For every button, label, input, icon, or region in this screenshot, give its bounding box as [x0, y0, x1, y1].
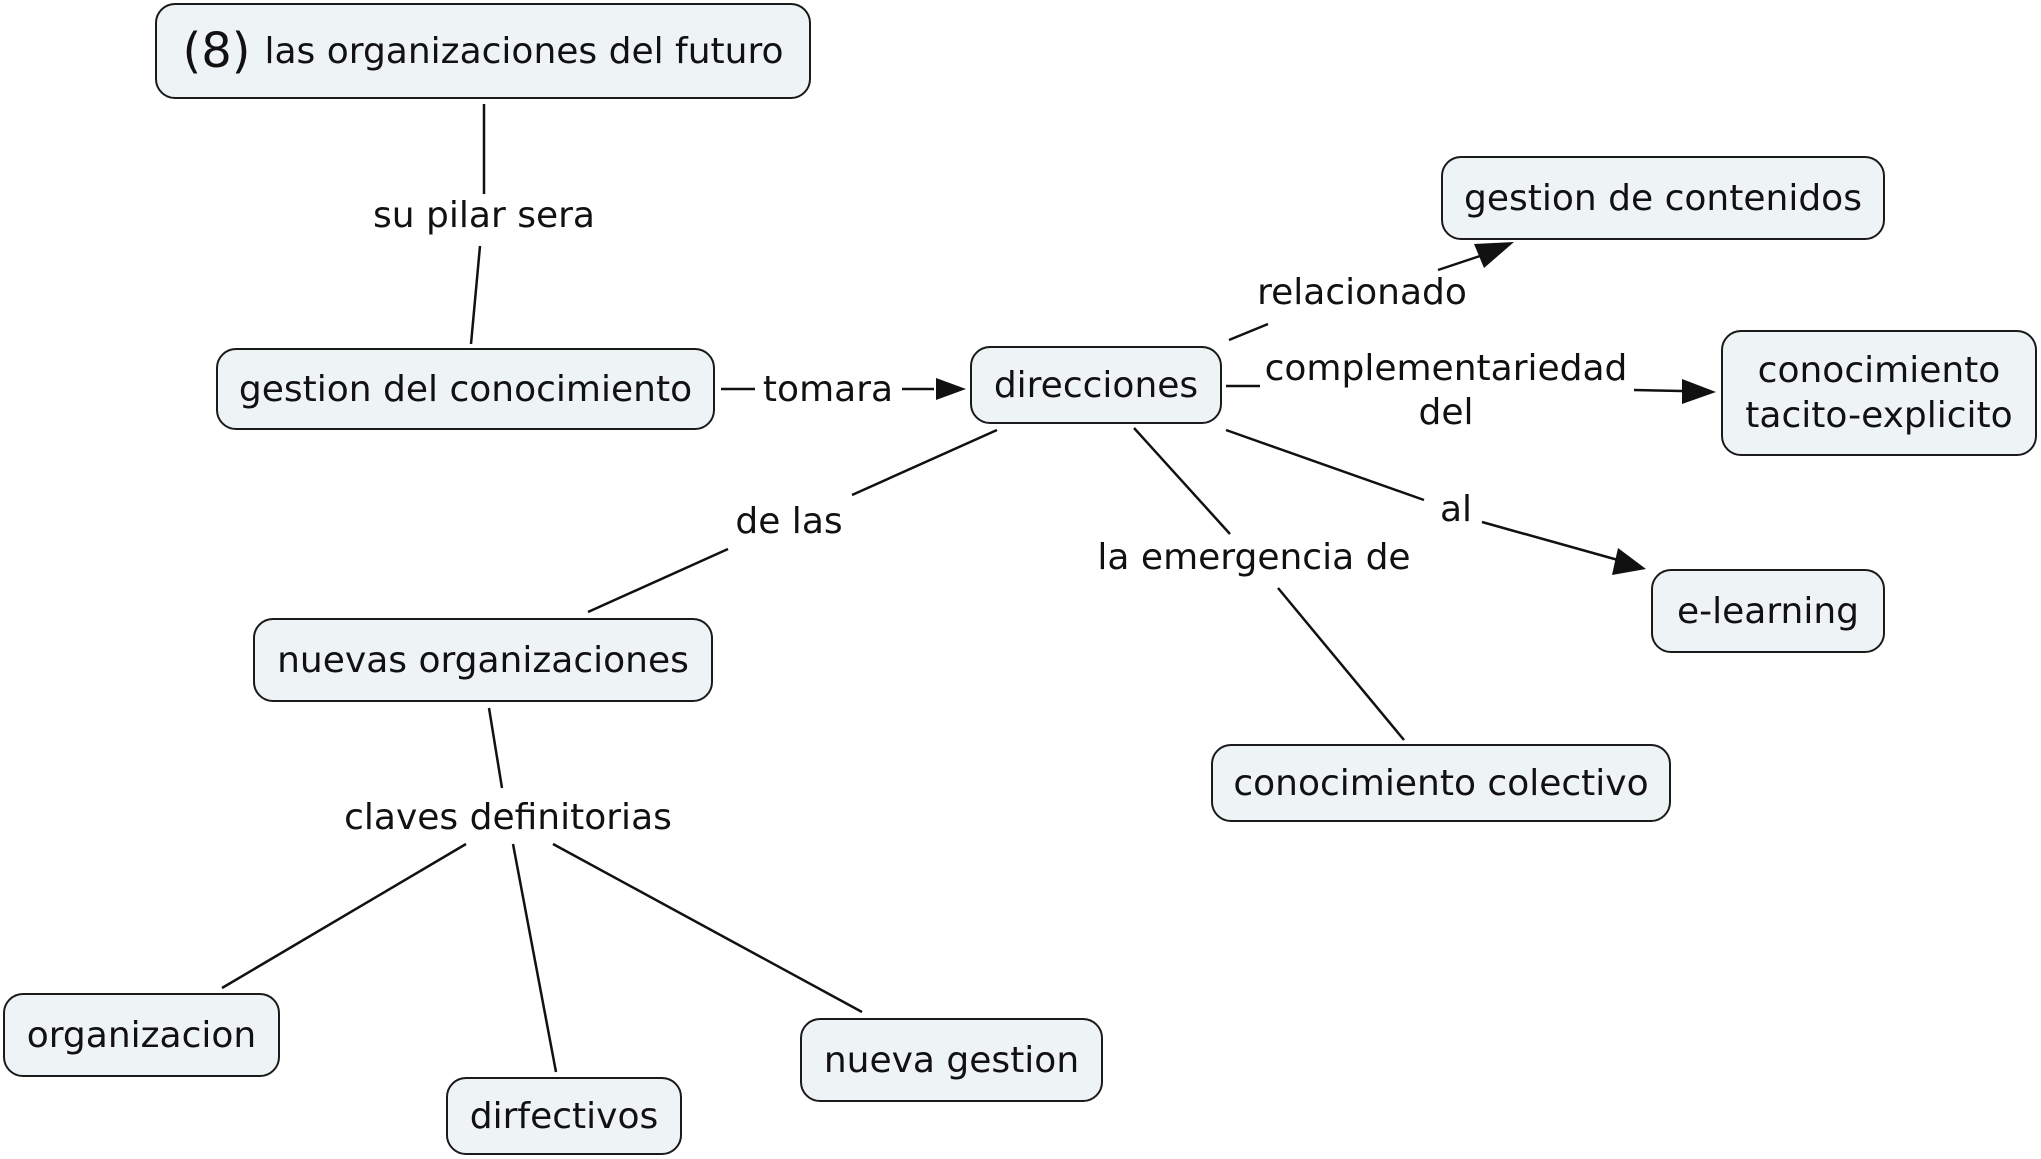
complementariedad-line2: del — [1418, 392, 1474, 433]
arrowhead-gestion-contenidos — [1474, 242, 1514, 268]
node-nuevas-organizaciones[interactable]: nuevas organizaciones — [253, 618, 713, 702]
organizacion-label: organizacion — [26, 1014, 257, 1056]
dirfectivos-label: dirfectivos — [469, 1095, 659, 1137]
arrowhead-direcciones — [936, 378, 966, 400]
nueva-gestion-label: nueva gestion — [823, 1039, 1080, 1081]
link-label-la-emergencia-de: la emergencia de — [1093, 536, 1415, 580]
connector-direcciones-to-relacionado — [1228, 322, 1269, 342]
connector-direcciones-to-emergencia — [1133, 427, 1231, 535]
connector-claves-to-organizacion — [221, 842, 467, 990]
direcciones-label: direcciones — [993, 364, 1199, 406]
link-label-tomara: tomara — [758, 368, 898, 412]
link-label-de-las: de las — [731, 500, 847, 544]
connector-emergencia-to-colectivo — [1277, 587, 1405, 741]
node-conocimiento-tacito-explicito[interactable]: conocimiento tacito-explicito — [1721, 330, 2037, 456]
node-gestion-del-conocimiento[interactable]: gestion del conocimiento — [216, 348, 715, 430]
e-learning-label: e-learning — [1676, 590, 1859, 632]
nuevas-organizaciones-label: nuevas organizaciones — [277, 639, 689, 681]
root-label: las organizaciones del futuro — [264, 30, 784, 72]
connector-direcciones-to-al — [1225, 428, 1425, 502]
gestion-de-contenidos-label: gestion de contenidos — [1464, 177, 1862, 219]
node-e-learning[interactable]: e-learning — [1651, 569, 1885, 653]
connector-nuevas-to-claves — [487, 707, 504, 789]
arrow-complementariedad-line — [1633, 388, 1683, 393]
node-organizacion[interactable]: organizacion — [3, 993, 280, 1077]
connector-claves-to-nueva-gestion — [552, 842, 863, 1014]
root-number: (8) — [182, 23, 251, 79]
link-label-complementariedad: complementariedad del — [1260, 347, 1632, 435]
link-label-al: al — [1435, 488, 1477, 532]
link-label-claves-definitorias: claves definitorias — [340, 796, 676, 840]
conocimiento-tacito-line2: tacito-explicito — [1745, 395, 2013, 436]
node-gestion-de-contenidos[interactable]: gestion de contenidos — [1441, 156, 1885, 240]
arrowhead-conocimiento-tacito — [1682, 379, 1716, 404]
connector-label-to-gestion — [469, 245, 482, 345]
conocimiento-tacito-text: conocimiento tacito-explicito — [1745, 348, 2012, 438]
node-nueva-gestion[interactable]: nueva gestion — [800, 1018, 1103, 1102]
connector-claves-to-dirfectivos — [511, 843, 558, 1073]
connector-delas-to-nuevas — [587, 547, 729, 614]
node-root[interactable]: (8) las organizaciones del futuro — [155, 3, 811, 99]
arrowhead-e-learning — [1612, 548, 1646, 575]
node-dirfectivos[interactable]: dirfectivos — [446, 1077, 682, 1155]
arrow-al-line — [1481, 520, 1619, 562]
gestion-del-conocimiento-label: gestion del conocimiento — [238, 368, 693, 410]
conocimiento-tacito-line1: conocimiento — [1757, 350, 2001, 391]
link-label-su-pilar-sera: su pilar sera — [369, 194, 599, 238]
node-conocimiento-colectivo[interactable]: conocimiento colectivo — [1211, 744, 1671, 822]
link-label-relacionado: relacionado — [1253, 271, 1471, 315]
conocimiento-colectivo-label: conocimiento colectivo — [1233, 762, 1649, 804]
node-direcciones[interactable]: direcciones — [970, 346, 1222, 424]
arrow-relacionado-line — [1437, 254, 1481, 272]
connector-direcciones-to-delas — [851, 428, 998, 497]
complementariedad-line1: complementariedad — [1264, 348, 1628, 390]
